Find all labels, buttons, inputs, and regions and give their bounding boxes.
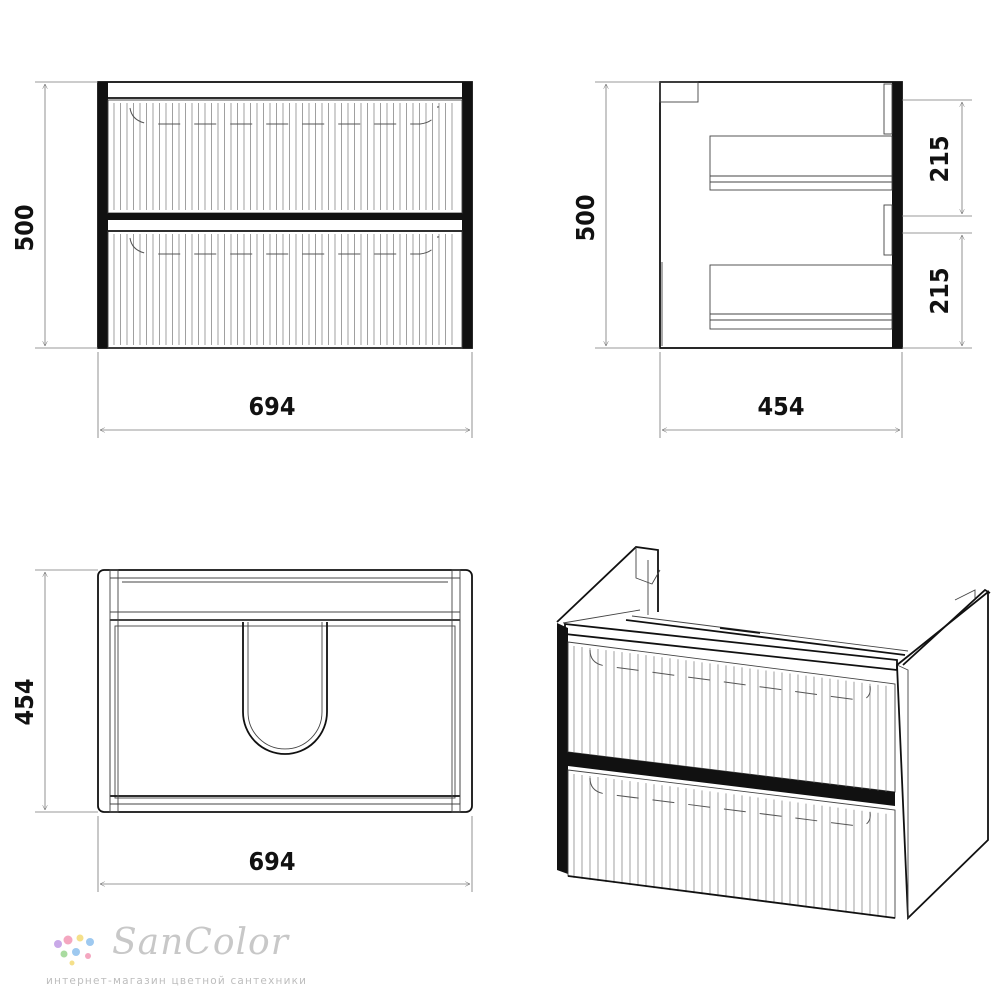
- lower-handle-cutout: [129, 235, 439, 255]
- top-cabinet-interior: [109, 619, 461, 805]
- upper-drawer-height-label: 215: [925, 136, 954, 183]
- front-height-label: 500: [10, 205, 39, 252]
- side-view: 500 215 215 454: [571, 81, 972, 438]
- brand-logo-dots: [54, 934, 94, 966]
- front-width-label: 694: [249, 392, 296, 421]
- left-side-panel: [98, 82, 108, 348]
- upper-drawer: [107, 99, 463, 214]
- upper-handle-cutout: [129, 105, 439, 125]
- lower-drawer: [107, 230, 463, 349]
- side-front-panel: [892, 82, 902, 348]
- upper-drawer-box: [709, 135, 893, 191]
- mounting-rail: [659, 81, 699, 103]
- siphon-cutout: [242, 622, 328, 755]
- side-width-label: 454: [758, 392, 805, 421]
- brand-logo-text: SanColor: [112, 922, 289, 963]
- iso-left-edge: [557, 623, 568, 874]
- lower-drawer-box: [709, 264, 893, 330]
- front-view: 500 694: [10, 81, 473, 438]
- drawer-divider: [108, 213, 462, 220]
- isometric-view: [556, 546, 991, 921]
- right-side-panel: [462, 82, 472, 348]
- iso-right-side-panel: [896, 590, 989, 921]
- top-width-label: 694: [249, 847, 296, 876]
- top-depth-label: 454: [10, 679, 39, 726]
- top-view: 454 694: [10, 569, 473, 892]
- lower-drawer-height-label: 215: [925, 268, 954, 315]
- side-height-label: 500: [571, 195, 600, 242]
- brand-tagline: интернет-магазин цветной сантехники: [46, 975, 308, 987]
